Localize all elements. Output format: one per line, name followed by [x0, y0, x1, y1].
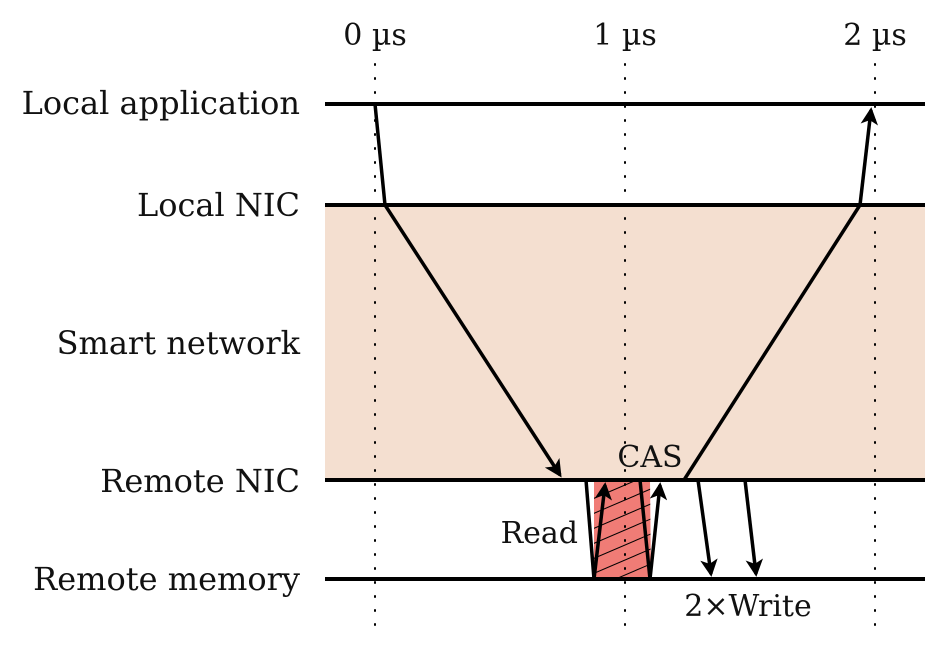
write-label: 2×Write — [684, 589, 811, 624]
lane-label-smart-network: Smart network — [57, 324, 301, 362]
lane-label-local-app: Local application — [22, 84, 300, 122]
tick-label-2us: 2 µs — [843, 18, 907, 53]
tick-label-0us: 0 µs — [343, 18, 407, 53]
request-app-to-nic — [373, 103, 387, 206]
read-response-arrow — [592, 482, 612, 580]
read-label: Read — [501, 516, 578, 551]
response-arrow-to-local-app — [858, 107, 879, 206]
write-arrow-2 — [743, 479, 763, 577]
lane-label-remote-memory: Remote memory — [33, 560, 300, 598]
cas-response-arrow — [648, 482, 668, 580]
tick-label-1us: 1 µs — [593, 18, 657, 53]
lane-label-local-nic: Local NIC — [137, 186, 300, 224]
cas-request — [638, 479, 652, 580]
read-request — [584, 479, 596, 580]
smart-network-region — [325, 205, 925, 480]
cas-region — [594, 480, 651, 579]
response-remote-nic-to-local-nic — [682, 204, 862, 481]
cas-label: CAS — [617, 440, 682, 475]
request-arrow-to-remote-nic — [383, 204, 562, 478]
lane-label-remote-nic: Remote NIC — [100, 462, 300, 500]
write-arrow-1 — [696, 479, 718, 577]
